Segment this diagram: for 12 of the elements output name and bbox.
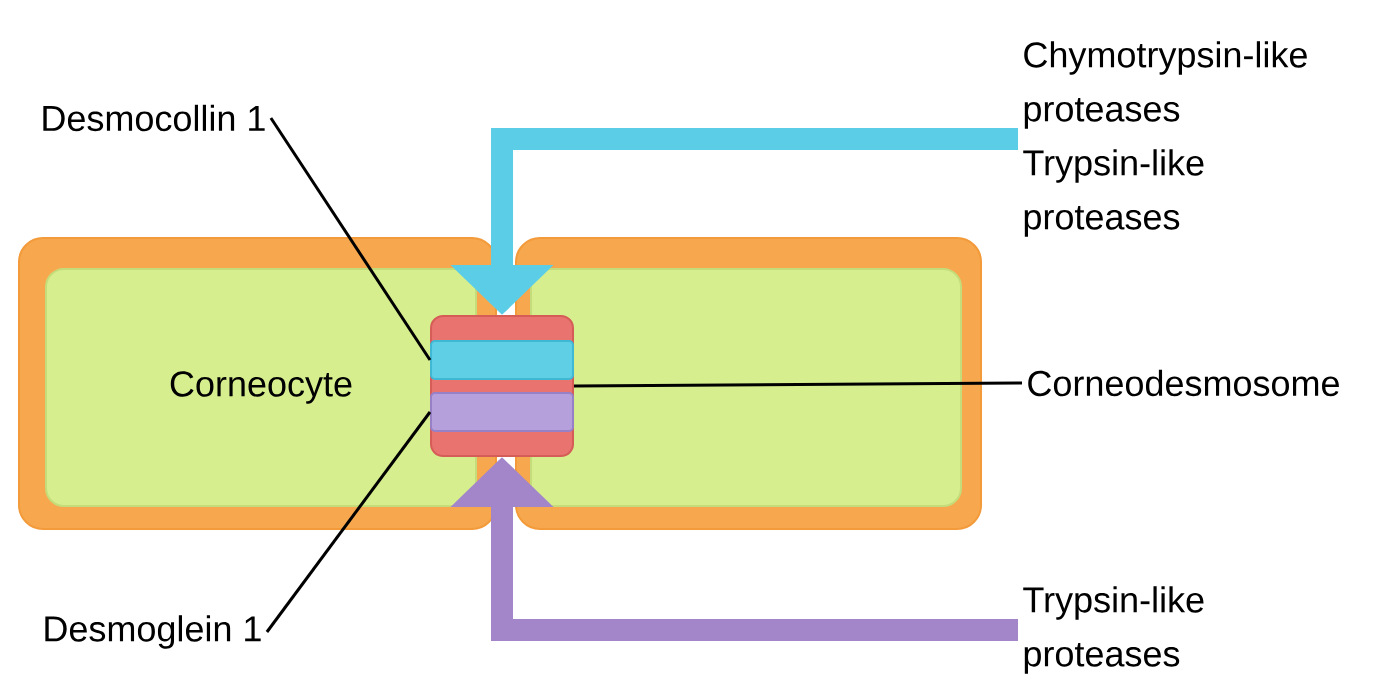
label-text: Chymotrypsin-like proteases Trypsin-like proteases — [1023, 41, 1307, 237]
cell-body: Corneocyte — [45, 268, 477, 507]
leader-line — [265, 411, 432, 633]
cell-body — [530, 268, 962, 507]
protein-band — [430, 392, 574, 432]
label-text: Desmoglein 1 — [45, 615, 261, 649]
label-text: Desmocollin 1 — [43, 104, 265, 132]
label-text: Trypsin-like proteases — [1023, 586, 1204, 674]
leader-line — [574, 381, 1022, 388]
label-text: Corneodesmosome — [1028, 369, 1339, 397]
leader-line — [269, 117, 432, 361]
protein-band — [430, 340, 574, 380]
